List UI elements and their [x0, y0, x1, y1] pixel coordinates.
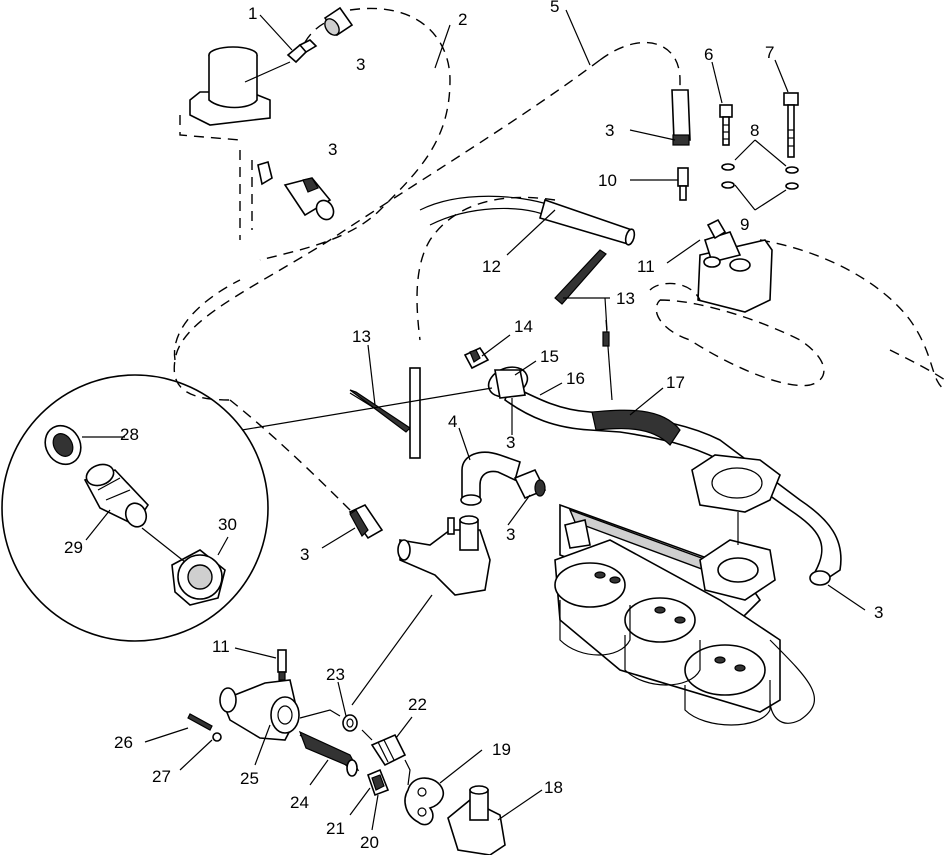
callout-25: 25 — [240, 769, 259, 788]
seal-28 — [44, 424, 82, 466]
plug-29 — [83, 463, 150, 528]
callout-18: 18 — [544, 778, 563, 797]
pump-mount-bracket — [649, 218, 773, 313]
callout-3-center: 3 — [506, 433, 515, 452]
elbow-hose-4 — [460, 451, 521, 506]
callout-27: 27 — [152, 767, 171, 786]
callout-3-far-right: 3 — [874, 603, 883, 622]
hose-12 — [419, 195, 636, 246]
hull-outline — [173, 7, 945, 521]
assembly-connection-lines — [299, 709, 411, 786]
callout-19: 19 — [492, 740, 511, 759]
callout-7: 7 — [765, 43, 774, 62]
callout-11-bottom: 11 — [212, 637, 230, 656]
callout-15: 15 — [540, 347, 559, 366]
pump-housing-18 — [447, 785, 506, 855]
plunger-22 — [370, 733, 407, 767]
callout-12: 12 — [482, 257, 501, 276]
vertical-pipe — [409, 367, 421, 459]
bleed-screw-11 — [277, 649, 287, 681]
callout-3-left: 3 — [300, 545, 309, 564]
callout-13-right: 13 — [616, 289, 635, 308]
callout-20: 20 — [360, 833, 379, 852]
cable-tie-13-upper — [554, 249, 613, 401]
cap-30 — [171, 549, 226, 606]
screw-26 — [187, 713, 213, 731]
bolt-6 — [719, 104, 733, 146]
callout-30: 30 — [218, 515, 237, 534]
callout-3-elbow: 3 — [506, 525, 515, 544]
callout-23: 23 — [326, 665, 345, 684]
cable-tie-13-left — [349, 389, 411, 433]
fitting-10 — [677, 167, 689, 201]
clamp-3-elbow — [513, 468, 547, 500]
callout-22: 22 — [408, 695, 427, 714]
callout-11-top: 11 — [637, 257, 655, 276]
callout-3-right: 3 — [605, 121, 614, 140]
callout-8: 8 — [750, 121, 759, 140]
bolt-7 — [783, 92, 799, 158]
gasket-19 — [404, 777, 445, 826]
clamp-3-mid — [348, 503, 384, 540]
leader-lines — [82, 9, 866, 831]
gasket — [691, 454, 781, 601]
detail-leader — [141, 527, 186, 563]
callout-17: 17 — [666, 373, 685, 392]
fitting-1 — [286, 39, 318, 64]
callout-5: 5 — [550, 0, 559, 16]
clamp-3-top — [323, 6, 354, 37]
o-ring-23 — [342, 714, 358, 732]
callout-26: 26 — [114, 733, 133, 752]
callout-1: 1 — [248, 4, 257, 23]
hose-3-top-right — [671, 89, 691, 146]
callout-3-top: 3 — [356, 55, 365, 74]
callout-numbers: 1 3 2 5 6 7 8 3 10 9 3 12 11 13 13 14 15… — [64, 0, 883, 852]
callout-14: 14 — [514, 317, 533, 336]
engine-block — [554, 503, 815, 726]
callout-21: 21 — [326, 819, 345, 838]
detail-circle — [1, 374, 493, 642]
washer-27 — [212, 732, 222, 742]
fitting-14 — [463, 346, 490, 370]
check-valve-20-21 — [366, 768, 390, 797]
oil-pump-body — [397, 515, 491, 596]
callout-28: 28 — [120, 425, 139, 444]
callout-3-clamp: 3 — [328, 140, 337, 159]
washers-8 — [721, 139, 799, 211]
callout-4: 4 — [448, 412, 457, 431]
pump-body-25 — [219, 679, 300, 741]
clamp-3-left — [257, 160, 335, 221]
callout-2: 2 — [458, 10, 467, 29]
callout-10: 10 — [598, 171, 617, 190]
spring-24 — [298, 730, 360, 777]
callout-29: 29 — [64, 538, 83, 557]
callout-24: 24 — [290, 793, 309, 812]
callout-6: 6 — [704, 45, 713, 64]
oil-tank — [179, 46, 291, 141]
clamp-15 — [487, 366, 529, 399]
callout-16: 16 — [566, 369, 585, 388]
callout-13-left: 13 — [352, 327, 371, 346]
callout-9: 9 — [740, 215, 749, 234]
